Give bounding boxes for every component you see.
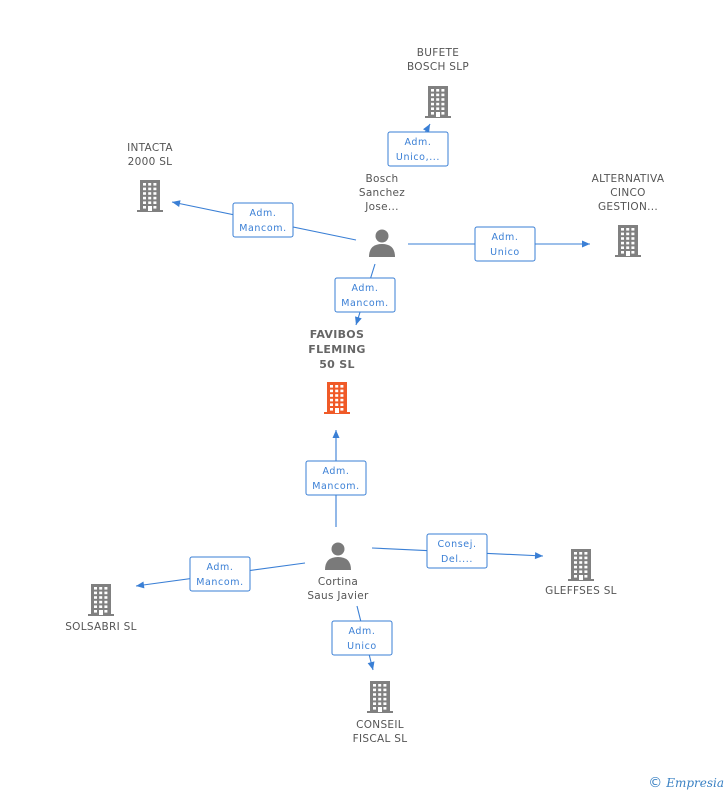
node-label: Sanchez xyxy=(359,187,405,199)
edge-label-line: Adm. xyxy=(322,466,349,477)
edge-bosch-to-bufete[interactable]: Adm. Unico,... xyxy=(387,123,449,167)
edge-label-line: Del.... xyxy=(441,554,473,565)
edge-label-line: Adm. xyxy=(249,208,276,219)
edge-bosch-to-intacta[interactable]: Adm. Mancom. xyxy=(171,200,357,241)
edge-label-line: Mancom. xyxy=(239,223,287,234)
node-label: BUFETE xyxy=(417,47,459,59)
node-intacta[interactable]: INTACTA 2000 SL xyxy=(127,142,173,212)
edge-label-box[interactable] xyxy=(474,226,536,262)
edge-label-box[interactable] xyxy=(426,533,488,569)
edge-cortina-to-gleffses[interactable]: Consej. Del.... xyxy=(371,533,544,569)
node-label: 50 SL xyxy=(319,358,355,371)
edge-label-box[interactable] xyxy=(232,202,294,238)
edge-label-line: Adm. xyxy=(348,626,375,637)
node-gleffses[interactable]: GLEFFSES SL xyxy=(545,549,617,597)
copyright-footer: ©Empresia xyxy=(648,775,724,791)
edge-label-box[interactable] xyxy=(334,277,396,313)
brand-logo[interactable]: Empresia xyxy=(666,776,724,790)
arrowhead-icon xyxy=(136,581,145,589)
node-favibos[interactable]: FAVIBOS FLEMING 50 SL xyxy=(308,328,365,414)
edge-label-box[interactable] xyxy=(387,131,449,167)
node-label: INTACTA xyxy=(127,142,173,154)
arrowhead-icon xyxy=(355,316,362,325)
node-bosch[interactable]: BoschSanchezJose... xyxy=(359,173,405,257)
edge-label-box[interactable] xyxy=(189,556,251,592)
node-label: GESTION... xyxy=(598,201,658,213)
edge-bosch-to-favibos[interactable]: Adm. Mancom. xyxy=(334,263,396,326)
building-icon xyxy=(615,225,641,257)
building-icon xyxy=(324,382,350,414)
node-label: CONSEIL xyxy=(356,719,404,731)
arrowhead-icon xyxy=(423,124,430,133)
node-label: GLEFFSES SL xyxy=(545,585,617,597)
node-label: 2000 SL xyxy=(128,156,173,168)
arrowhead-icon xyxy=(534,552,543,560)
node-label: Saus Javier xyxy=(307,590,369,602)
edge-label-line: Unico xyxy=(347,641,377,652)
edge-label-line: Mancom. xyxy=(312,481,360,492)
edge-label-line: Adm. xyxy=(351,283,378,294)
building-icon xyxy=(425,86,451,118)
arrowhead-icon xyxy=(172,200,181,208)
edge-label-line: Adm. xyxy=(404,137,431,148)
node-label: SOLSABRI SL xyxy=(65,621,137,633)
building-icon xyxy=(137,180,163,212)
node-label: FAVIBOS xyxy=(310,328,364,341)
edge-label-line: Mancom. xyxy=(196,577,244,588)
edge-cortina-to-favibos[interactable]: Adm. Mancom. xyxy=(305,430,367,527)
node-label: BOSCH SLP xyxy=(407,61,469,73)
node-label: Cortina xyxy=(318,576,358,588)
edge-label-line: Unico,... xyxy=(396,152,440,163)
person-icon xyxy=(325,542,351,570)
arrowhead-icon xyxy=(582,240,590,248)
arrowhead-icon xyxy=(367,661,375,670)
edges-layer: Adm.Unico,...Adm.Mancom.Adm.UnicoAdm.Man… xyxy=(135,123,590,671)
edge-label-line: Unico xyxy=(490,247,520,258)
copyright-symbol: © xyxy=(648,775,663,791)
nodes-layer: BUFETE BOSCH SLP INTACTA 2000 SL BoschSanche… xyxy=(65,47,665,745)
edge-label-line: Mancom. xyxy=(341,298,389,309)
node-label: FISCAL SL xyxy=(353,733,408,745)
building-icon xyxy=(367,681,393,713)
node-label: Bosch xyxy=(365,173,398,185)
edge-bosch-to-alternativa[interactable]: Adm. Unico xyxy=(408,226,590,262)
arrowhead-icon xyxy=(332,430,340,438)
edge-label-box[interactable] xyxy=(331,620,393,656)
person-icon xyxy=(369,229,395,257)
node-label: Jose... xyxy=(364,201,399,213)
edge-label-line: Consej. xyxy=(437,539,476,550)
edge-cortina-to-solsabri[interactable]: Adm. Mancom. xyxy=(135,556,306,592)
edge-label-line: Adm. xyxy=(206,562,233,573)
node-label: ALTERNATIVA xyxy=(592,173,665,185)
node-label: CINCO xyxy=(610,187,645,199)
node-label: FLEMING xyxy=(308,343,365,356)
node-alternativa[interactable]: ALTERNATIVA CINCO GESTION... xyxy=(592,173,665,257)
edge-cortina-to-conseil[interactable]: Adm. Unico xyxy=(331,605,393,671)
edge-label-line: Adm. xyxy=(491,232,518,243)
building-icon xyxy=(568,549,594,581)
edge-label-box[interactable] xyxy=(305,460,367,496)
node-conseil[interactable]: CONSEIL FISCAL SL xyxy=(353,681,408,745)
building-icon xyxy=(88,584,114,616)
node-bufete[interactable]: BUFETE BOSCH SLP xyxy=(407,47,469,118)
node-solsabri[interactable]: SOLSABRI SL xyxy=(65,584,137,633)
